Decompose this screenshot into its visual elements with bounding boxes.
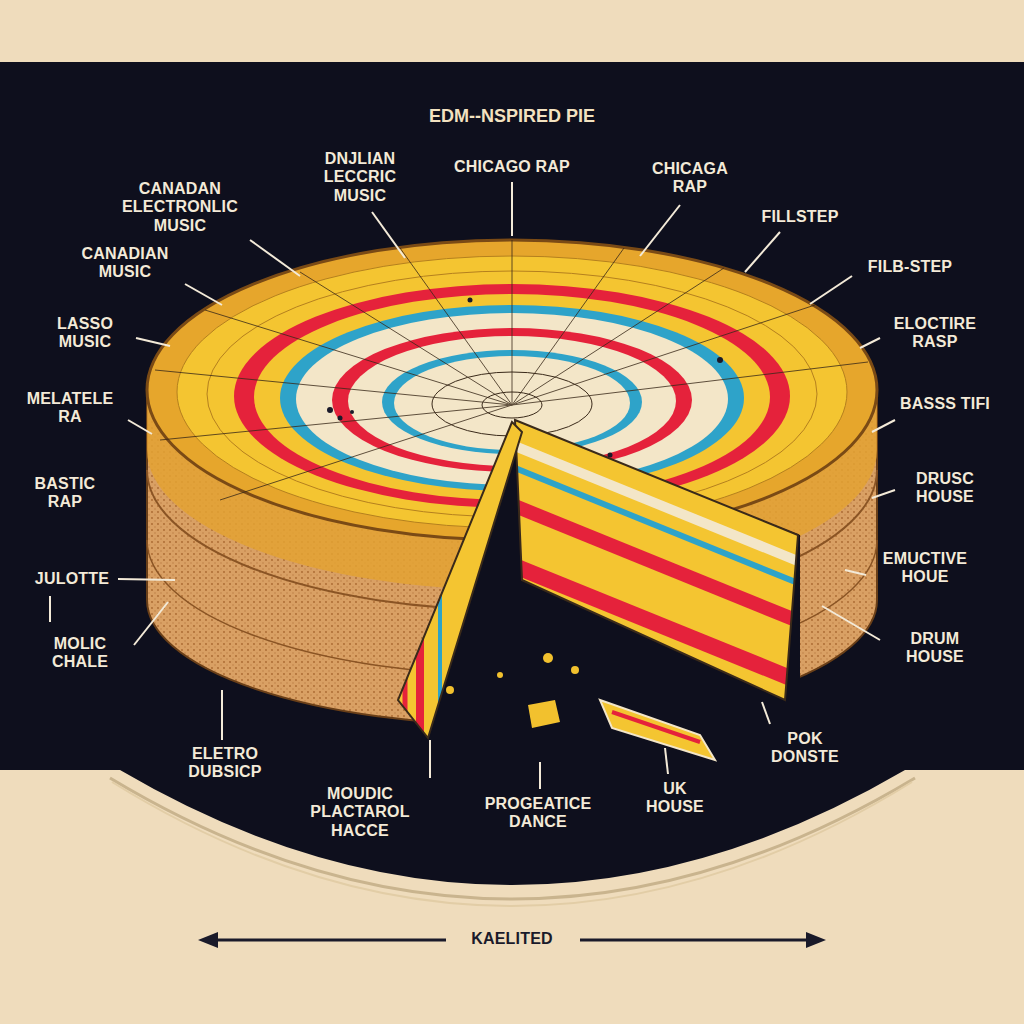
- genre-label: BASTIC RAP: [20, 475, 110, 512]
- genre-label: JULOTTE: [27, 570, 117, 588]
- genre-label: PROGEATICE DANCE: [478, 795, 598, 832]
- genre-label: DRUSC HOUSE: [900, 470, 990, 507]
- genre-label: CANADIAN MUSIC: [70, 245, 180, 282]
- cut-face-outline: [398, 422, 522, 738]
- pie-piece: [612, 712, 700, 742]
- diagram-title: EDM--NSPIRED PIE: [262, 106, 762, 127]
- cut-face: [500, 400, 820, 720]
- genre-label: CANADAN ELECTRONLIC MUSIC: [115, 180, 245, 235]
- pie-crumb: [528, 700, 560, 728]
- cut-face-outline: [515, 420, 798, 700]
- dark-ground: [0, 62, 1024, 885]
- genre-label: LASSO MUSIC: [40, 315, 130, 352]
- genre-label: MELATELE RA: [20, 390, 120, 427]
- genre-label: DNJLIAN LECCRIC MUSIC: [310, 150, 410, 205]
- genre-label: CHICAGA RAP: [640, 160, 740, 197]
- genre-label: FILLSTEP: [745, 208, 855, 226]
- leader-line: [50, 182, 895, 789]
- pie-piece: [600, 700, 715, 760]
- pie-crumb: [446, 653, 579, 694]
- genre-label: ELOCTIRE RASP: [885, 315, 985, 352]
- plate-rim: [112, 782, 912, 906]
- genre-label: ELETRO DUBSICP: [165, 745, 285, 782]
- genre-label: DRUM HOUSE: [885, 630, 985, 667]
- cut-face: [390, 410, 530, 750]
- genre-label: MOLIC CHALE: [30, 635, 130, 672]
- genre-label: MOUDIC PLACTAROL HACCE: [290, 785, 430, 840]
- genre-label: UK HOUSE: [635, 780, 715, 817]
- genre-label: POK DONSTE: [755, 730, 855, 767]
- genre-label: EMUCTIVE HOUE: [870, 550, 980, 587]
- genre-label: CHICAGO RAP: [432, 158, 592, 176]
- scale-label: KAELITED: [447, 930, 577, 948]
- genre-label: FILB-STEP: [855, 258, 965, 276]
- genre-label: BASSS TIFI: [900, 395, 990, 413]
- plate-rim: [110, 778, 915, 899]
